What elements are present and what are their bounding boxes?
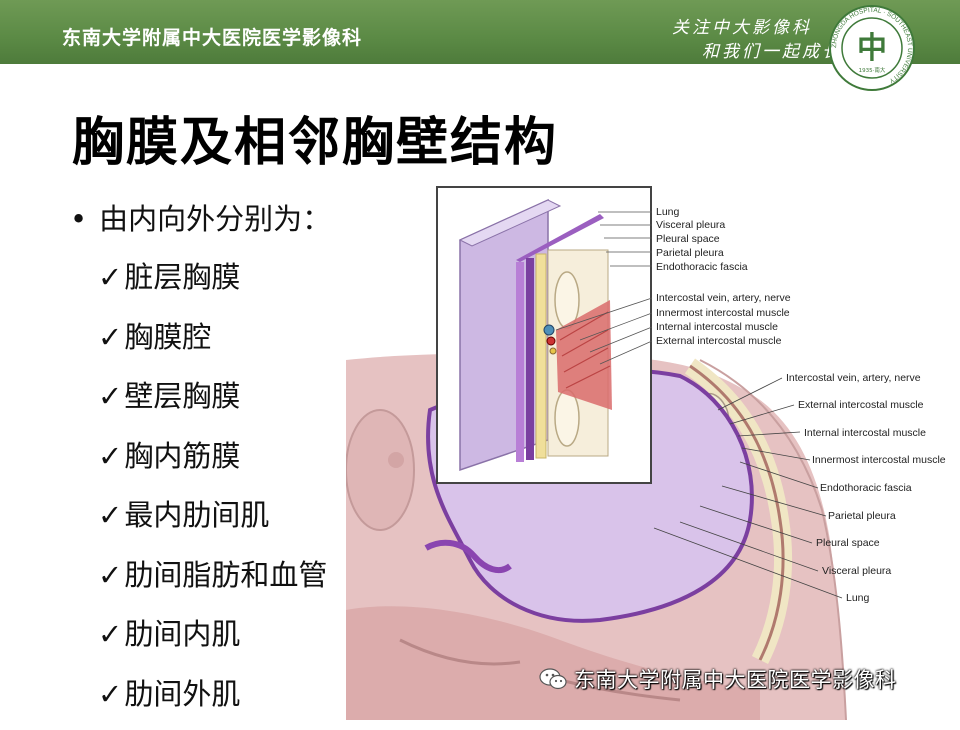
list-item-label: 胸膜腔 [124,320,211,354]
cross-label: Parietal pleura [828,510,896,522]
inset-label: Endothoracic fascia [656,261,748,273]
list-item: ✓胸内筋膜 [98,433,327,493]
intro-bullet: • 由内向外分别为： [70,196,331,238]
watermark-text: 东南大学附属中大医院医学影像科 [574,664,897,694]
header-bar: 东南大学附属中大医院医学影像科 关注中大影像科 和我们一起成长 [0,0,960,64]
logo-year: 1935·南大 [859,66,886,74]
header-org-name: 东南大学附属中大医院医学影像科 [62,23,362,50]
list-item-label: 肋间外肌 [124,677,240,711]
check-icon: ✓ [98,677,122,711]
check-icon: ✓ [98,558,122,592]
list-item-label: 肋间内肌 [124,617,240,651]
list-item-label: 最内肋间肌 [124,498,269,532]
page-title: 胸膜及相邻胸壁结构 [72,100,558,175]
list-item: ✓最内肋间肌 [98,492,327,552]
watermark: 东南大学附属中大医院医学影像科 [538,664,897,694]
cross-label: External intercostal muscle [798,399,924,411]
pleura-anatomy-illustration: Lung Visceral pleura Pleural space Parie… [346,186,960,720]
check-icon: ✓ [98,260,122,294]
list-item: ✓脏层胸膜 [98,254,327,314]
check-icon: ✓ [98,320,122,354]
check-icon: ✓ [98,498,122,532]
check-icon: ✓ [98,439,122,473]
bullet-dot: • [70,202,87,236]
list-item-label: 肋间脂肪和血管 [124,558,327,592]
inset-label: Innermost intercostal muscle [656,307,790,319]
inset-diagram [437,187,652,483]
check-icon: ✓ [98,379,122,413]
list-item: ✓肋间内肌 [98,611,327,671]
logo-glyph: 中 [857,31,887,66]
cross-label: Internal intercostal muscle [804,427,926,439]
wechat-icon [538,666,568,692]
cross-label: Visceral pleura [822,565,891,577]
cross-label: Intercostal vein, artery, nerve [786,372,921,384]
inset-label: Intercostal vein, artery, nerve [656,292,791,304]
list-item-label: 脏层胸膜 [124,260,240,294]
inset-label: Internal intercostal muscle [656,321,778,333]
inset-label: Lung [656,206,680,218]
hospital-logo-icon: ZHONGDA HOSPITAL · SOUTHEAST UNIVERSITY … [826,4,918,96]
list-item-label: 壁层胸膜 [124,379,240,413]
check-icon: ✓ [98,617,122,651]
list-item: ✓壁层胸膜 [98,373,327,433]
list-item: ✓肋间外肌 [98,671,327,730]
cross-label: Innermost intercostal muscle [812,454,946,466]
inset-label: Pleural space [656,233,720,245]
cross-label: Endothoracic fascia [820,482,912,494]
inset-label: External intercostal muscle [656,335,782,347]
intro-text: 由内向外分别为： [99,202,331,236]
header-slogan-line1: 关注中大影像科 [672,13,812,38]
inset-label: Visceral pleura [656,219,725,231]
header-slogan-line2: 和我们一起成长 [702,37,842,62]
cross-label: Lung [846,592,870,604]
list-item: ✓胸膜腔 [98,314,327,374]
inset-label: Parietal pleura [656,247,724,259]
list-item-label: 胸内筋膜 [124,439,240,473]
list-item: ✓肋间脂肪和血管 [98,552,327,612]
layer-list: ✓脏层胸膜 ✓胸膜腔 ✓壁层胸膜 ✓胸内筋膜 ✓最内肋间肌 ✓肋间脂肪和血管 ✓… [98,254,327,730]
cross-label: Pleural space [816,537,880,549]
